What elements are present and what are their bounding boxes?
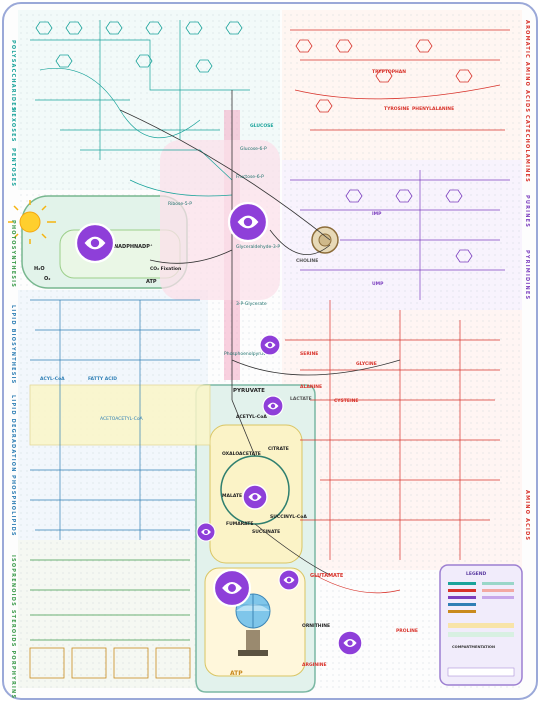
eye-pupil — [286, 577, 292, 583]
label-choline: CHOLINE — [296, 258, 318, 264]
pentose-zone — [160, 140, 280, 300]
legend-compartmentation: COMPARTMENTATION — [452, 645, 495, 649]
label-fructose-6p: Fructose-6-P — [236, 174, 264, 180]
hub-glycolysis-marker[interactable] — [227, 201, 269, 243]
fatty-acid-band — [29, 384, 211, 446]
side-label-isoprenoids: ISOPRENOIDS STEROIDS PORPHYRINS — [10, 555, 16, 699]
label-proline: PROLINE — [396, 628, 418, 634]
label-ribose-5p: Ribose-5-P — [168, 201, 192, 207]
hub-mitochondrion-marker[interactable] — [212, 568, 252, 608]
label-succinate: SUCCINATE — [252, 529, 280, 535]
label-malate: MALATE — [222, 493, 242, 499]
label-acyl-coa: ACYL-CoA — [40, 376, 65, 382]
label-glucose: GLUCOSE — [250, 123, 274, 129]
hub-arginine-marker[interactable] — [337, 630, 363, 656]
eye-pupil — [90, 238, 100, 248]
atp-synthase-icon — [235, 593, 271, 656]
hub-serine-marker[interactable] — [259, 334, 281, 356]
side-label-hexoses: HEXOSES — [10, 108, 16, 143]
eye-pupil — [252, 494, 258, 500]
porphyrin-structures — [29, 647, 191, 679]
eye-pupil — [267, 342, 273, 348]
label-nadph: NADPH — [114, 244, 134, 250]
label-tryptophan: TRYPTOPHAN — [372, 69, 406, 75]
side-label-polysaccharides: POLYSACCHARIDES — [10, 40, 16, 112]
side-label-aromatic-amino-acids: AROMATIC AMINO ACIDS — [524, 20, 530, 113]
label-imp: IMP — [372, 211, 382, 217]
label-fumarate: FUMARATE — [226, 521, 253, 527]
side-label-photosynthesis: PHOTOSYNTHESIS — [10, 220, 16, 288]
hub-malate-marker[interactable] — [196, 522, 216, 542]
label-acetyl-coa: ACETYL-CoA — [236, 414, 267, 420]
label-citrate: CITRATE — [268, 446, 289, 452]
side-label-pyrimidines: PYRIMIDINES — [524, 250, 530, 300]
side-label-amino-acids: AMINO ACIDS — [524, 490, 530, 541]
label-glycine: GLYCINE — [356, 361, 377, 367]
label-alanine: ALANINE — [300, 384, 322, 390]
label-o2: O₂ — [44, 276, 50, 282]
label-acetoacetyl-coa: ACETOACETYL-CoA — [100, 416, 144, 422]
label-succinyl-coa: SUCCINYL-CoA — [270, 514, 307, 520]
label-glucose-6p: Glucose-6-P — [240, 146, 267, 152]
side-label-pentoses: PENTOSES — [10, 148, 16, 187]
label-fatty-acid: FATTY ACID — [88, 376, 117, 382]
eye-pupil — [347, 640, 353, 646]
eye-pupil — [228, 584, 236, 592]
label-oxaloacetate: OXALOACETATE — [222, 451, 261, 457]
legend-swatches — [447, 582, 515, 677]
sugar-structures — [35, 21, 243, 73]
label-atp-respiration: ATP — [230, 670, 243, 677]
eye-pupil — [243, 217, 253, 227]
label-phenylalanine: PHENYLALANINE — [412, 106, 454, 112]
label-ornithine: ORNITHINE — [302, 623, 330, 629]
label-arginine: ARGININE — [302, 662, 327, 668]
nucleotide-gear-icon — [311, 226, 339, 254]
hub-markers — [74, 201, 363, 656]
hub-tca-marker[interactable] — [242, 484, 268, 510]
label-tyrosine: TYROSINE — [384, 106, 409, 112]
side-label-catecholamines: CATECHOLAMINES — [524, 115, 530, 183]
label-glyceraldehyde-3p: Glyceraldehyde-3-P — [236, 244, 280, 250]
label-h2o: H₂O — [34, 266, 45, 272]
label-3p-glycerate: 3-P-Glycerate — [236, 301, 267, 307]
pathway-lines — [30, 20, 510, 641]
label-serine: SERINE — [300, 351, 318, 357]
label-pyruvate: PYRUVATE — [233, 388, 265, 394]
legend-title: LEGEND — [466, 571, 486, 577]
eye-pupil — [204, 530, 208, 534]
label-nadp: NADP⁺ — [134, 244, 153, 250]
side-label-lipid-biosynthesis: LIPID BIOSYNTHESIS — [10, 305, 16, 384]
side-label-purines: PURINES — [524, 195, 530, 228]
label-atp-photo: ATP — [146, 279, 157, 285]
hub-photosynthesis-marker[interactable] — [74, 222, 116, 264]
side-label-phospholipids: PHOSPHOLIPIDS — [10, 475, 16, 537]
label-glutamate: GLUTAMATE — [310, 573, 344, 579]
hub-pyruvate-marker[interactable] — [262, 395, 284, 417]
hub-glutamate-marker[interactable] — [278, 569, 300, 591]
label-co2-fixation: CO₂ Fixation — [150, 266, 181, 272]
label-lactate: LACTATE — [290, 396, 312, 402]
side-label-lipid-degradation: LIPID DEGRADATION — [10, 395, 16, 473]
purine-structures — [345, 189, 473, 263]
label-cysteine: CYSTEINE — [334, 398, 358, 404]
label-ump: UMP — [372, 281, 384, 287]
label-pep: Phosphoenolpyruvate — [224, 351, 273, 357]
aromatic-structures — [295, 39, 473, 113]
sun-icon — [8, 200, 56, 244]
eye-pupil — [270, 403, 276, 409]
